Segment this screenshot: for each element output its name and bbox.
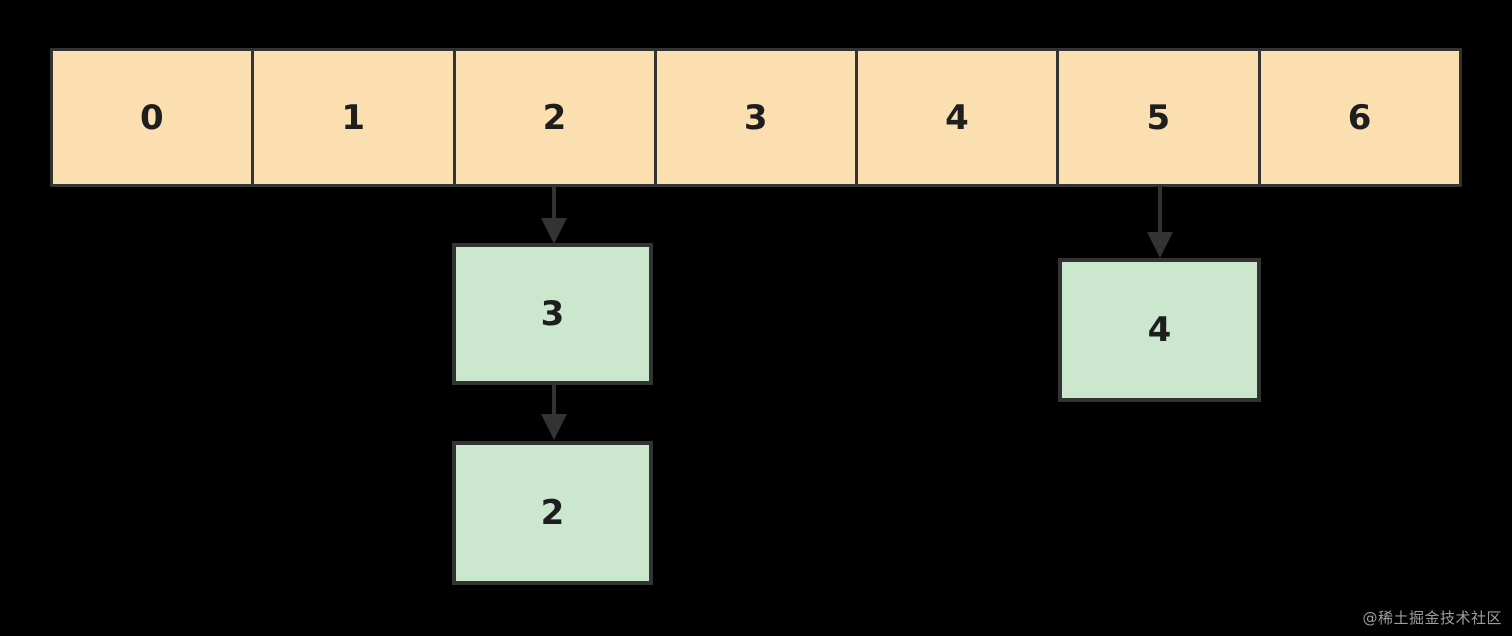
array-cell-2[interactable]: 2 <box>455 51 657 184</box>
array-cell-label: 1 <box>341 97 366 138</box>
list-node-label: 2 <box>540 493 565 533</box>
bucket-array: 0 1 2 3 4 5 6 <box>50 48 1462 187</box>
list-node-label: 3 <box>540 294 565 334</box>
array-cell-0[interactable]: 0 <box>53 51 255 184</box>
array-cell-3[interactable]: 3 <box>656 51 859 184</box>
arrow-down-icon-bucket5-to-node4 <box>1142 184 1178 260</box>
list-node-4[interactable]: 4 <box>1058 258 1261 402</box>
array-cell-1[interactable]: 1 <box>254 51 456 184</box>
array-cell-5[interactable]: 5 <box>1059 51 1261 184</box>
array-cell-label: 6 <box>1347 97 1372 138</box>
list-node-2[interactable]: 2 <box>452 441 653 585</box>
array-cell-label: 5 <box>1146 97 1171 138</box>
list-node-3[interactable]: 3 <box>452 243 653 385</box>
arrow-down-icon-node3-to-node2 <box>536 382 572 442</box>
arrow-down-icon-bucket2-to-node3 <box>536 184 572 246</box>
list-node-label: 4 <box>1147 310 1172 350</box>
array-cell-label: 3 <box>743 97 769 138</box>
watermark: @稀土掘金技术社区 <box>1362 609 1502 627</box>
array-cell-6[interactable]: 6 <box>1260 51 1459 184</box>
array-cell-label: 4 <box>945 97 970 138</box>
array-cell-label: 0 <box>140 97 165 138</box>
array-cell-4[interactable]: 4 <box>858 51 1060 184</box>
array-cell-label: 2 <box>542 97 567 138</box>
